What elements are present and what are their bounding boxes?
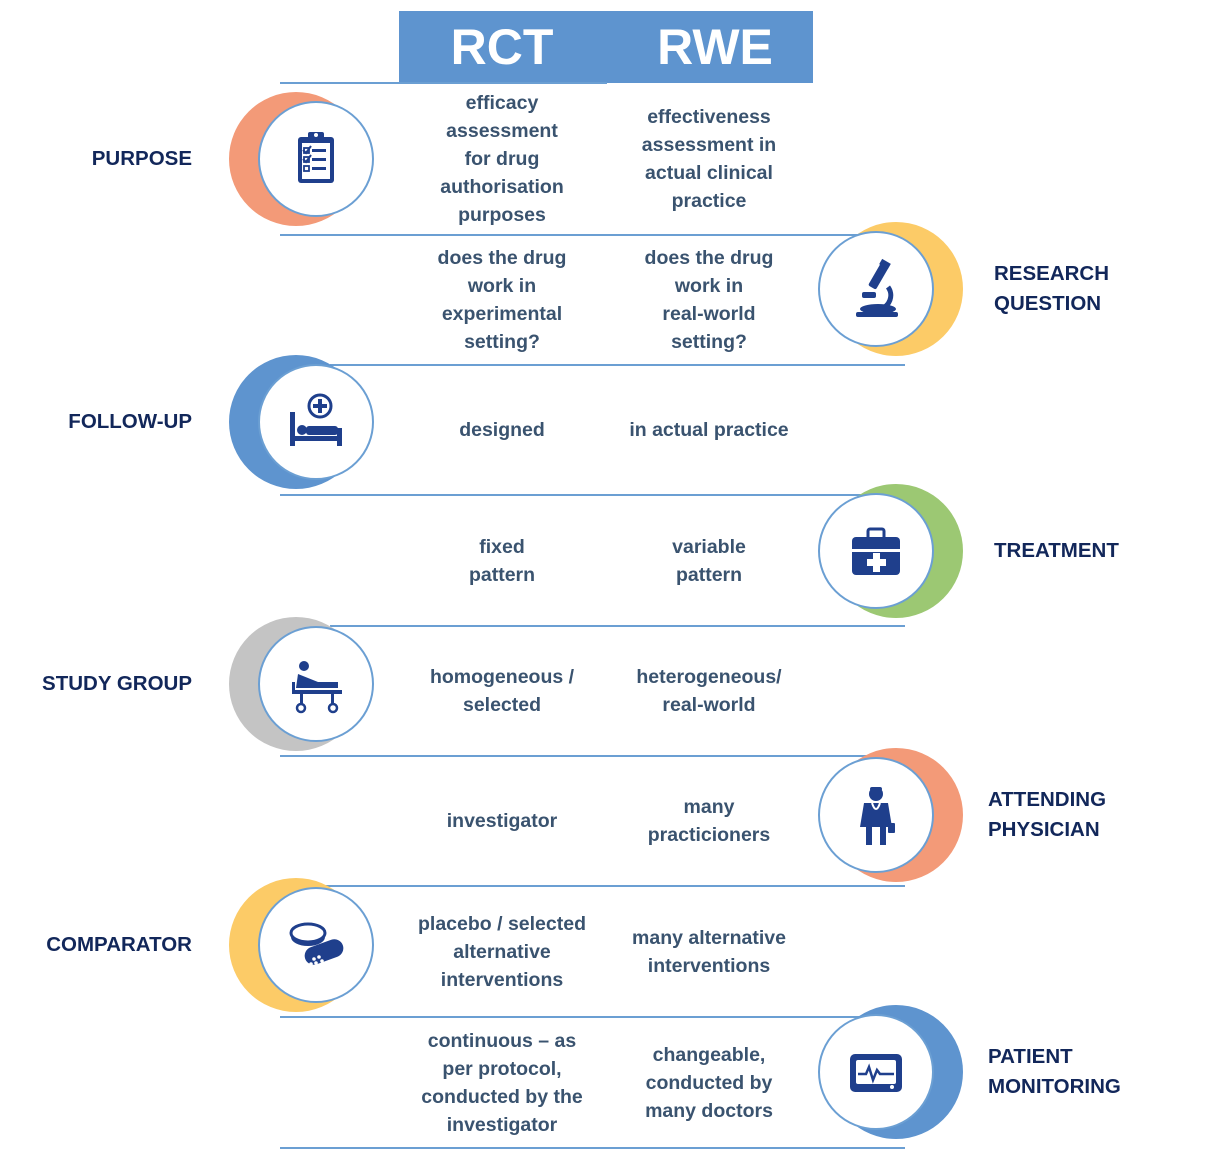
rwe-cell: many alternative interventions <box>632 926 786 977</box>
row-divider <box>280 1016 905 1018</box>
clipboard-checklist-icon <box>298 132 334 183</box>
rct-cell: continuous – as per protocol, conducted … <box>421 1029 583 1136</box>
row-label: RESEARCH QUESTION <box>994 262 1110 315</box>
row-divider <box>280 885 905 887</box>
icon-disc <box>258 626 374 742</box>
row-divider <box>280 82 607 84</box>
row-label: FOLLOW-UP <box>68 410 192 433</box>
row-divider <box>280 755 905 757</box>
rwe-cell: variable pattern <box>672 535 746 586</box>
rwe-cell: does the drug work in real-world setting… <box>644 247 774 353</box>
rct-cell: efficacy assessment for drug authorisati… <box>440 92 564 226</box>
header-rct: RCT <box>450 19 554 75</box>
icon-disc <box>258 364 374 480</box>
row-divider <box>280 1147 905 1149</box>
rct-cell: does the drug work in experimental setti… <box>437 247 567 353</box>
rct-cell: placebo / selected alternative intervent… <box>418 912 586 991</box>
rct-cell: fixed pattern <box>468 535 536 586</box>
patient-stretcher-icon <box>292 661 342 714</box>
row-divider <box>330 364 905 366</box>
rwe-cell: heterogeneous/ real-world <box>636 666 782 716</box>
rct-cell: designed <box>459 419 545 441</box>
rwe-cell: many practicioners <box>647 796 771 846</box>
icon-disc <box>258 101 374 217</box>
row-label: ATTENDING PHYSICIAN <box>988 788 1107 841</box>
row-divider <box>280 494 905 496</box>
rwe-cell: in actual practice <box>629 419 789 441</box>
pills-icon <box>289 922 344 966</box>
icon-disc <box>818 493 934 609</box>
row-label: PATIENT MONITORING <box>988 1045 1121 1098</box>
icon-disc <box>258 887 374 1003</box>
icon-disc <box>818 231 934 347</box>
microscope-icon <box>856 258 898 317</box>
rwe-cell: effectiveness assessment in actual clini… <box>641 106 777 212</box>
rwe-cell: changeable, conducted by many doctors <box>645 1043 773 1122</box>
row-label: PURPOSE <box>91 147 192 170</box>
icon-disc <box>818 1014 934 1130</box>
row-label: COMPARATOR <box>46 933 192 956</box>
row-label: STUDY GROUP <box>42 672 192 695</box>
doctor-icon <box>860 787 895 845</box>
header-rwe: RWE <box>657 19 773 75</box>
row-divider <box>330 625 905 627</box>
row-label: TREATMENT <box>994 539 1119 562</box>
header-bar: RCT RWE <box>399 11 813 83</box>
rct-cell: homogeneous / selected <box>429 666 575 716</box>
medical-kit-icon <box>852 527 900 575</box>
hospital-bed-icon <box>290 393 342 446</box>
icon-disc <box>818 757 934 873</box>
heart-monitor-icon <box>850 1054 902 1092</box>
row-divider <box>280 234 905 236</box>
rct-cell: investigator <box>446 810 558 832</box>
